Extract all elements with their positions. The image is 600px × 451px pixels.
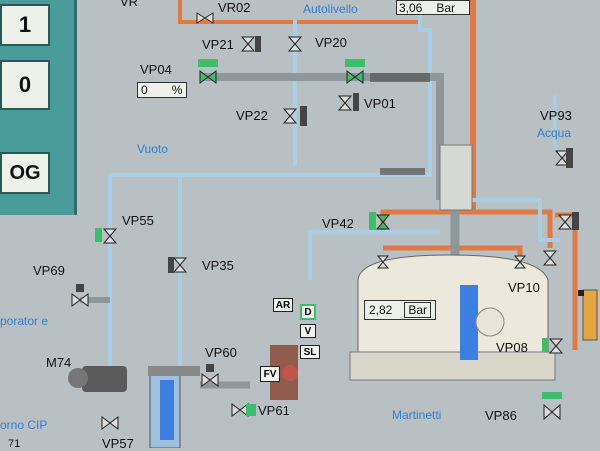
label-vp86[interactable]: VP86: [485, 408, 517, 423]
right-indicator: [578, 290, 584, 296]
label-m74[interactable]: M74: [46, 355, 72, 370]
valve-vp22: [282, 106, 307, 126]
motor-m74-cap: [68, 368, 88, 388]
valve-vp60: [201, 364, 219, 387]
tank-base: [349, 351, 556, 381]
label-vp42[interactable]: VP42: [322, 216, 354, 231]
label-vp61[interactable]: VP61: [258, 403, 290, 418]
panel-button-og[interactable]: OG: [0, 152, 50, 194]
label-vp08[interactable]: VP08: [496, 340, 528, 355]
label-acqua: Acqua: [537, 126, 572, 140]
label-vr-partial: VR: [120, 0, 139, 9]
valve-vp20: [287, 36, 303, 52]
valve-vp35: [168, 257, 188, 273]
column-housing: [439, 144, 473, 211]
valve-vp04: [198, 59, 218, 84]
label-vp69[interactable]: VP69: [33, 263, 65, 278]
tank-pressure-value: 2,82: [369, 303, 393, 317]
blue-pipe-main: [200, 0, 432, 177]
valve-vp04b: [345, 59, 365, 84]
label-vp20[interactable]: VP20: [315, 35, 347, 50]
motor-m74: [82, 366, 127, 392]
control-sl[interactable]: SL: [300, 345, 320, 359]
label-evaporatore: porator e: [0, 314, 49, 328]
right-control-device: [582, 289, 598, 341]
label-vp55[interactable]: VP55: [122, 213, 154, 228]
vp04-percent-display: 0 %: [137, 82, 187, 98]
control-d[interactable]: D: [300, 304, 316, 320]
blue-pipe-tank: [308, 230, 440, 280]
valve-vp69: [71, 284, 89, 307]
drive-wheel: [282, 365, 298, 381]
heat-coil-top: [370, 73, 430, 82]
valve-vp57: [101, 416, 119, 430]
vp04-unit: %: [171, 83, 183, 97]
label-giro-cip: orno CIP: [0, 418, 48, 432]
heat-coil-vuoto: [380, 168, 425, 175]
control-fv[interactable]: FV: [260, 366, 280, 382]
label-vr02: VR02: [218, 0, 251, 15]
label-vp93[interactable]: VP93: [540, 108, 572, 123]
left-control-panel: 1 0 OG: [0, 0, 77, 215]
valve-vp08: [542, 338, 564, 354]
valve-vp10: [542, 250, 558, 266]
blue-pipe-vp42: [440, 198, 560, 242]
autolivello-display: 3,06 Bar: [396, 0, 470, 15]
valve-vp42: [369, 212, 391, 230]
cip-tank-top: [148, 366, 200, 376]
valve-vp42b: [557, 212, 579, 230]
autolivello-unit: Bar: [436, 0, 456, 15]
valve-vp61: [231, 403, 256, 417]
label-vp10[interactable]: VP10: [508, 280, 540, 295]
label-vp22[interactable]: VP22: [236, 108, 268, 123]
valve-vp21: [240, 36, 261, 52]
tank-pressure-unit: Bar: [404, 302, 432, 318]
panel-button-1[interactable]: 1: [0, 4, 50, 46]
label-vp01[interactable]: VP01: [364, 96, 396, 111]
tank-porthole: [475, 307, 505, 337]
autolivello-value: 3,06: [399, 0, 423, 15]
control-ar[interactable]: AR: [273, 298, 293, 312]
valve-vp86: [542, 392, 562, 421]
valve-tank-right: [513, 255, 527, 269]
valve-tank-left: [376, 255, 390, 269]
label-autolivello: Autolivello: [303, 2, 358, 16]
valve-vr02: [196, 12, 214, 24]
label-vuoto: Vuoto: [137, 142, 168, 156]
cip-tank-level: [160, 380, 174, 440]
orange-pipe-right: [555, 212, 578, 350]
label-vp35[interactable]: VP35: [202, 258, 234, 273]
panel-button-0[interactable]: 0: [0, 60, 50, 110]
valve-vp01: [337, 93, 359, 111]
orange-pipe-vertical: [470, 0, 476, 210]
label-vp21[interactable]: VP21: [202, 37, 234, 52]
label-vp57[interactable]: VP57: [102, 436, 134, 451]
label-vp60[interactable]: VP60: [205, 345, 237, 360]
valve-vp93: [554, 148, 573, 168]
valve-vp55: [95, 228, 118, 244]
vp04-value: 0: [141, 83, 148, 97]
label-bottom-left: 71: [8, 438, 21, 450]
label-martinetti: Martinetti: [392, 408, 442, 422]
tank-level-bar: [460, 285, 478, 360]
label-vp04[interactable]: VP04: [140, 62, 172, 77]
tank-pressure-display: 2,82 Bar: [364, 300, 436, 320]
control-v[interactable]: V: [300, 324, 316, 338]
orange-pipe-top: [178, 0, 422, 24]
